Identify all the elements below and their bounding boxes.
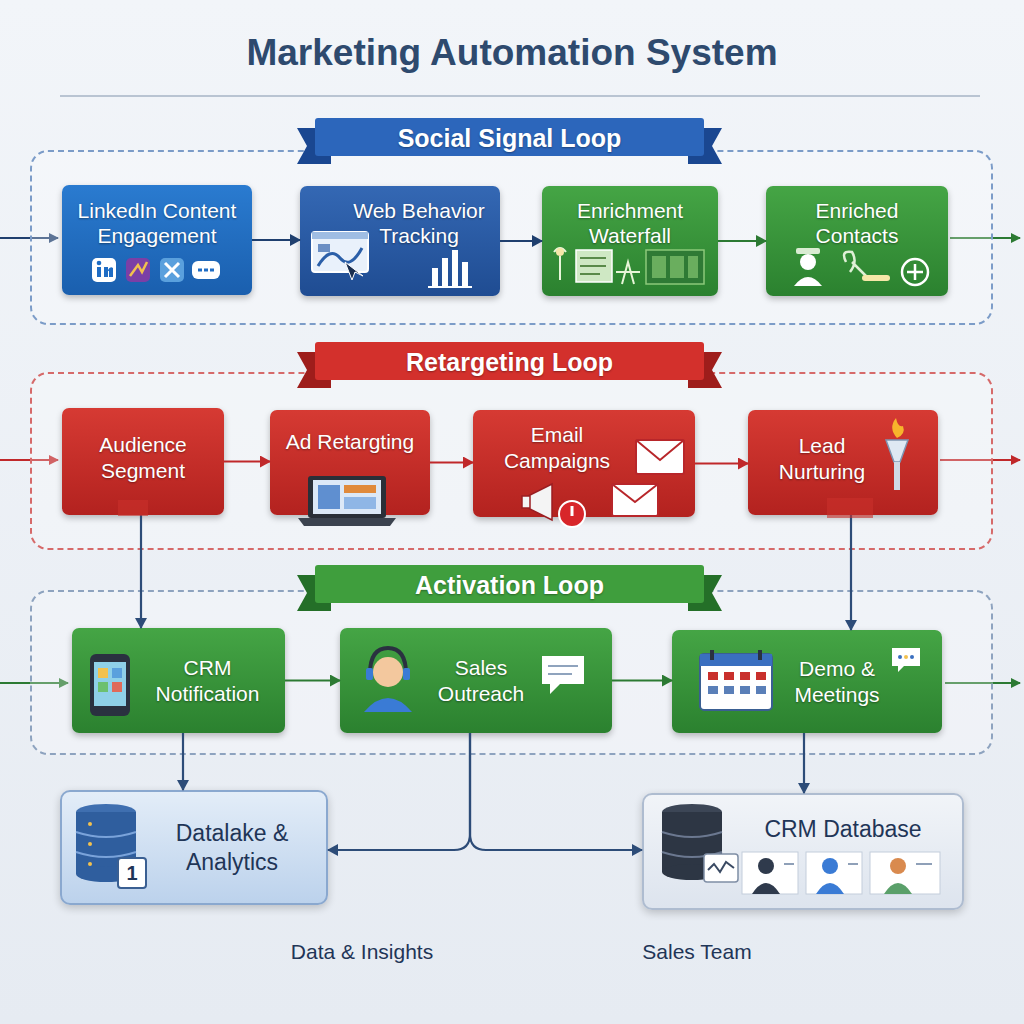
process-box: Lead Nurturing bbox=[748, 410, 938, 515]
process-box: Audience Segment bbox=[62, 408, 224, 515]
store-label: CRM Database bbox=[764, 815, 921, 844]
band-heading: Activation Loop bbox=[415, 571, 604, 606]
band-heading: Retargeting Loop bbox=[406, 348, 613, 383]
section-caption: Data & Insights bbox=[291, 940, 433, 964]
box-label: Sales Outreach bbox=[410, 655, 552, 705]
box-label: Demo & Meetings bbox=[772, 656, 902, 706]
box-label: Enrichment Waterfall bbox=[548, 198, 712, 248]
box-label: Enriched Contacts bbox=[772, 198, 942, 248]
title-rule bbox=[60, 95, 980, 97]
process-box: Demo & Meetings bbox=[672, 630, 942, 733]
box-label: Ad Retargting bbox=[286, 429, 414, 454]
loop-band: Retargeting LoopAudience SegmentAd Retar… bbox=[30, 372, 993, 550]
callout-number: 1 bbox=[117, 857, 147, 889]
flow-arrow bbox=[328, 733, 470, 850]
box-label: Web Behavior Tracking bbox=[344, 198, 494, 248]
band-ribbon: Retargeting Loop bbox=[297, 342, 722, 388]
band-ribbon: Activation Loop bbox=[297, 565, 722, 611]
process-box: Sales Outreach bbox=[340, 628, 612, 733]
box-label: Email Campaigns bbox=[479, 422, 635, 472]
box-label: Audience Segment bbox=[68, 432, 218, 482]
box-label: CRM Notification bbox=[136, 655, 279, 705]
box-label: Lead Nurturing bbox=[754, 433, 890, 483]
process-box: Enriched Contacts bbox=[766, 186, 948, 296]
loop-band: Social Signal LoopLinkedIn Content Engag… bbox=[30, 150, 993, 325]
flow-arrow bbox=[612, 679, 672, 681]
data-store: CRM Database bbox=[642, 793, 964, 910]
process-box: CRM Notification bbox=[72, 628, 285, 733]
band-ribbon: Social Signal Loop bbox=[297, 118, 722, 164]
process-box: Enrichment Waterfall bbox=[542, 186, 718, 296]
flow-arrow bbox=[285, 679, 340, 681]
data-store: Datalake & Analytics bbox=[60, 790, 328, 905]
section-caption: Sales Team bbox=[642, 940, 751, 964]
flow-arrow bbox=[252, 239, 300, 241]
flow-arrow bbox=[850, 515, 852, 630]
flow-arrow bbox=[500, 240, 542, 242]
store-label: Datalake & Analytics bbox=[144, 819, 320, 877]
flow-arrow bbox=[224, 460, 270, 462]
flow-arrow bbox=[470, 733, 642, 850]
loop-band: Activation LoopCRM NotificationSales Out… bbox=[30, 590, 993, 755]
flow-arrow bbox=[803, 733, 805, 793]
diagram-title: Marketing Automation System bbox=[0, 32, 1024, 74]
process-box: LinkedIn Content Engagement bbox=[62, 185, 252, 295]
process-box: Email Campaigns bbox=[473, 410, 695, 517]
flow-arrow bbox=[695, 462, 748, 464]
flow-arrow bbox=[140, 515, 142, 628]
process-box: Web Behavior Tracking bbox=[300, 186, 500, 296]
box-label: LinkedIn Content Engagement bbox=[68, 198, 246, 248]
process-box: Ad Retargting bbox=[270, 410, 430, 515]
band-heading: Social Signal Loop bbox=[398, 124, 622, 159]
flow-arrow bbox=[182, 733, 184, 790]
flow-arrow bbox=[430, 461, 473, 463]
flow-arrow bbox=[718, 240, 766, 242]
